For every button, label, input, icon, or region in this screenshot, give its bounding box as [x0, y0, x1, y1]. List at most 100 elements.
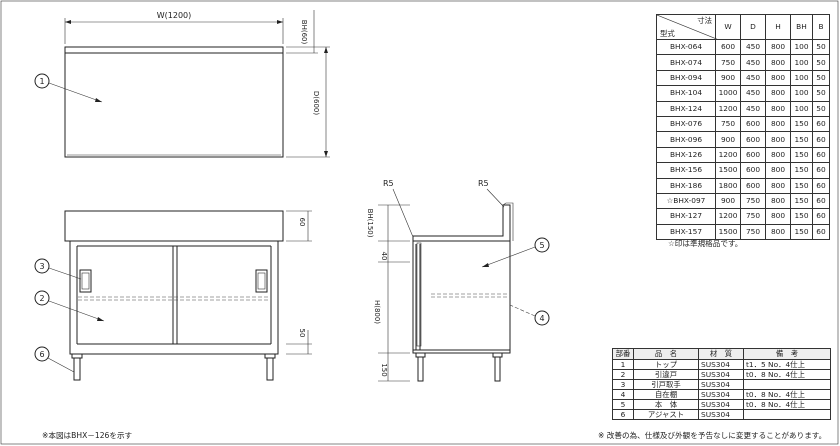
parts-row-cell: 2 — [612, 369, 634, 380]
parts-row-cell: t0．8 No．4仕上 — [743, 369, 831, 380]
spec-row-cell: 150 — [790, 192, 813, 210]
spec-row-cell: 800 — [765, 115, 791, 133]
spec-row-cell: 750 — [740, 192, 766, 210]
parts-row-cell: t0．8 No．4仕上 — [743, 399, 831, 410]
spec-header-row: 寸法 型式 W D H BH B — [656, 14, 830, 40]
side-bh-label: BH(150) — [366, 209, 374, 238]
spec-note: ☆印は準規格品です。 — [668, 239, 743, 248]
parts-col-remarks: 備 考 — [743, 348, 831, 360]
spec-row-cell: 450 — [740, 69, 766, 87]
spec-row-cell: 600 — [740, 131, 766, 148]
top-view: W(1200) BH(60) D(600) 1 — [34, 10, 330, 158]
side-40-label: 40 — [380, 252, 388, 261]
callout-5: 5 — [539, 241, 544, 250]
spec-row-cell: 750 — [740, 208, 766, 225]
parts-row-cell: 自在棚 — [633, 389, 699, 400]
spec-row-cell: 900 — [715, 69, 741, 87]
parts-header-row: 部番 品 名 材 質 備 考 — [612, 348, 831, 360]
parts-row-cell: SUS304 — [698, 369, 744, 380]
spec-col-d: D — [740, 14, 766, 40]
spec-row-cell: 800 — [765, 146, 791, 164]
spec-row-cell: 750 — [715, 115, 741, 133]
spec-row-cell: 600 — [715, 38, 741, 56]
spec-row-cell: ☆BHX-097 — [656, 192, 716, 210]
spec-row-cell: 800 — [765, 131, 791, 148]
spec-row-cell: 750 — [740, 223, 766, 241]
callout-3-circle — [34, 258, 50, 274]
spec-row-cell: 150 — [790, 223, 813, 241]
callout-5-circle — [534, 237, 550, 253]
spec-row-cell: 150 — [790, 146, 813, 164]
front-view: 60 50 3 2 6 — [34, 210, 312, 381]
parts-row-cell: t1．5 No．4仕上 — [743, 359, 831, 370]
spec-col-bh: BH — [790, 14, 813, 40]
spec-row-cell: 100 — [790, 85, 813, 102]
spec-row-cell: 600 — [740, 162, 766, 179]
spec-row-cell: 450 — [740, 85, 766, 102]
spec-row-cell: 100 — [790, 100, 813, 117]
spec-col-b: B — [812, 14, 830, 40]
spec-row-cell: BHX-096 — [656, 131, 716, 148]
top-depth-label: D(600) — [312, 91, 320, 115]
spec-row-cell: 50 — [812, 69, 830, 87]
parts-row-cell: SUS304 — [698, 399, 744, 410]
spec-row-cell: 450 — [740, 100, 766, 117]
spec-row-cell: 60 — [812, 162, 830, 179]
spec-row-cell: 150 — [790, 115, 813, 133]
side-150-label: 150 — [380, 363, 388, 376]
callout-6: 6 — [39, 350, 44, 359]
spec-row-cell: 1200 — [715, 208, 741, 225]
spec-row-cell: BHX-157 — [656, 223, 716, 241]
spec-row-cell: BHX-064 — [656, 38, 716, 56]
spec-row-cell: 150 — [790, 177, 813, 194]
callout-2: 2 — [39, 294, 44, 303]
parts-row-cell: 5 — [612, 399, 634, 410]
spec-row-cell: BHX-094 — [656, 69, 716, 87]
corner-diagonal — [657, 15, 719, 40]
parts-row-cell — [743, 409, 831, 420]
spec-row-cell: 900 — [715, 192, 741, 210]
spec-row-cell: 750 — [715, 54, 741, 71]
front-bottom-label: 50 — [298, 329, 306, 338]
top-width-label: W(1200) — [157, 11, 192, 20]
spec-row-cell: 100 — [790, 69, 813, 87]
parts-row-cell: 6 — [612, 409, 634, 420]
spec-row-cell: 600 — [740, 177, 766, 194]
parts-row-cell: 引違戸 — [633, 369, 699, 380]
parts-row-cell: 本 体 — [633, 399, 699, 410]
spec-row-cell: 600 — [740, 115, 766, 133]
spec-row-cell: BHX-156 — [656, 162, 716, 179]
parts-row-cell — [743, 379, 831, 390]
spec-row-cell: 60 — [812, 115, 830, 133]
side-view: BH(150) 40 H(800) 150 R5 R5 5 4 — [366, 179, 550, 382]
r5-left-label: R5 — [383, 179, 394, 188]
spec-row-cell: 450 — [740, 54, 766, 71]
spec-row-cell: 1500 — [715, 162, 741, 179]
spec-row-cell: 60 — [812, 177, 830, 194]
spec-row-cell: 1200 — [715, 100, 741, 117]
side-h-label: H(800) — [373, 300, 381, 324]
spec-row-cell: BHX-074 — [656, 54, 716, 71]
parts-row-cell: SUS304 — [698, 389, 744, 400]
parts-row-cell: SUS304 — [698, 359, 744, 370]
spec-row-cell: 1200 — [715, 146, 741, 164]
callout-2-circle — [34, 290, 50, 306]
spec-row-cell: 60 — [812, 192, 830, 210]
parts-row-cell: トップ — [633, 359, 699, 370]
spec-row-cell: 50 — [812, 85, 830, 102]
